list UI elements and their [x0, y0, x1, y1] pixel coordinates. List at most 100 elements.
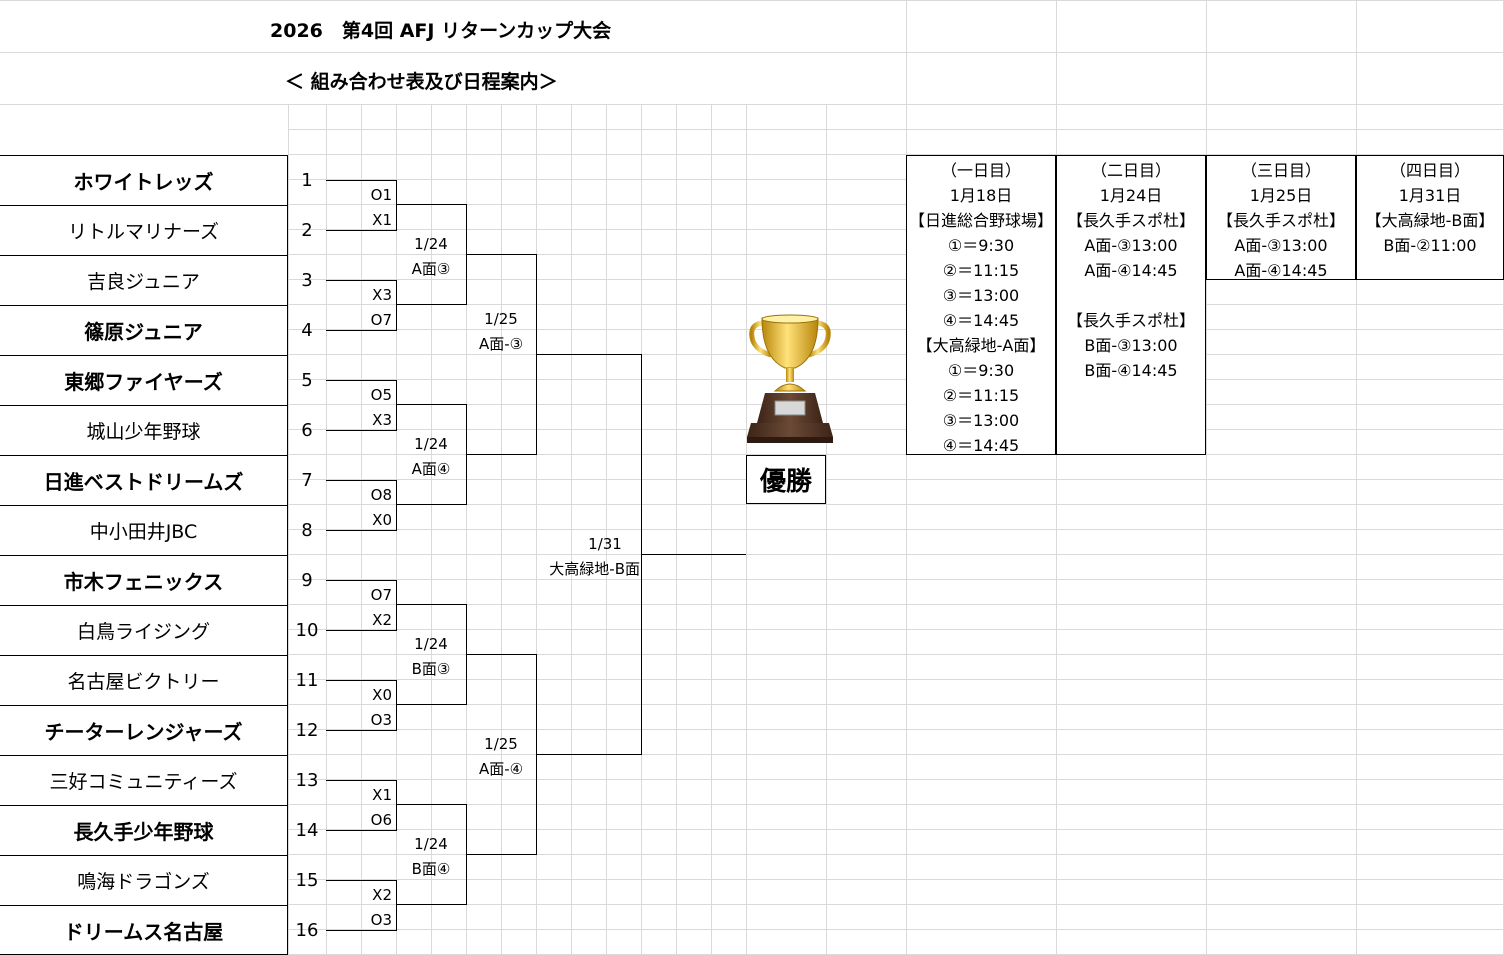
team-name: 鳴海ドラゴンズ: [0, 855, 287, 905]
team-name: 長久手少年野球: [0, 805, 287, 855]
team-seed: 2: [301, 219, 313, 241]
schedule-line: ①＝9:30: [947, 236, 1015, 255]
schedule-line: 1月31日: [1398, 186, 1462, 205]
match-date: 1/24: [414, 235, 448, 253]
team-name: 東郷ファイヤーズ: [0, 355, 287, 405]
team-seed: 15: [295, 869, 319, 891]
match-score: X0: [372, 686, 392, 704]
match-score: O1: [370, 186, 392, 204]
schedule-line: （一日目）: [940, 161, 1021, 180]
team-name: 三好コミュニティーズ: [0, 755, 287, 805]
match-score: O5: [370, 386, 392, 404]
match-score: O6: [370, 811, 392, 829]
schedule-line: [1057, 283, 1205, 308]
match-score: O3: [370, 711, 392, 729]
team-seed: 14: [295, 819, 319, 841]
match-date: 1/24: [414, 635, 448, 653]
schedule-line: （二日目）: [1090, 161, 1171, 180]
match-score: X1: [372, 786, 392, 804]
team-seed: 10: [295, 619, 319, 641]
schedule-line: A面-④14:45: [1084, 261, 1178, 280]
team-name: 市木フェニックス: [0, 555, 287, 605]
match-venue: B面③: [411, 660, 451, 678]
schedule-line: A面-③13:00: [1234, 236, 1328, 255]
team-name: チーターレンジャーズ: [0, 705, 287, 755]
schedule-line: 【大高緑地-A面】: [916, 336, 1046, 355]
team-seed: 16: [295, 919, 319, 941]
match-date: 1/24: [414, 435, 448, 453]
schedule-line: A面-③13:00: [1084, 236, 1178, 255]
schedule-line: 1月18日: [949, 186, 1013, 205]
schedule-line: ②＝11:15: [942, 261, 1020, 280]
team-seed: 7: [301, 469, 313, 491]
schedule-line: B面-③13:00: [1084, 336, 1178, 355]
team-seed: 1: [301, 169, 313, 191]
team-name: 城山少年野球: [0, 405, 287, 455]
match-score: O8: [370, 486, 392, 504]
schedule-line: ①＝9:30: [947, 361, 1015, 380]
tournament-subtitle: ＜ 組み合わせ表及び日程案内＞: [285, 71, 558, 93]
team-name: 吉良ジュニア: [0, 255, 287, 305]
schedule-line: B面-②11:00: [1383, 236, 1477, 255]
final-venue: 大高緑地-B面: [549, 560, 640, 578]
team-seed: 13: [295, 769, 319, 791]
match-score: X2: [372, 886, 392, 904]
schedule-line: 【大高緑地-B面】: [1365, 211, 1495, 230]
schedule-line: （四日目）: [1389, 161, 1470, 180]
match-venue: A面-④: [478, 760, 524, 778]
team-column-border: [287, 155, 288, 955]
schedule-line: B面-④14:45: [1084, 361, 1178, 380]
team-seed: 5: [301, 369, 313, 391]
schedule-line: ③＝13:00: [942, 411, 1020, 430]
schedule-line: ②＝11:15: [942, 386, 1020, 405]
match-score: X0: [372, 511, 392, 529]
champion-box: 優勝: [746, 455, 826, 504]
schedule-line: 【日進総合野球場】: [908, 211, 1053, 230]
match-venue: B面④: [411, 860, 451, 878]
match-score: O7: [370, 311, 392, 329]
team-name: ホワイトレッズ: [0, 155, 287, 205]
match-score: O7: [370, 586, 392, 604]
team-name: 中小田井JBC: [0, 505, 287, 555]
match-venue: A面④: [411, 460, 451, 478]
team-seed: 4: [301, 319, 313, 341]
final-date: 1/31: [588, 535, 622, 553]
schedule-line: ④＝14:45: [942, 311, 1020, 330]
team-name: 篠原ジュニア: [0, 305, 287, 355]
match-date: 1/24: [414, 835, 448, 853]
schedule-line: （三日目）: [1240, 161, 1321, 180]
schedule-line: 【長久手スポ杜】: [1066, 311, 1195, 330]
match-date: 1/25: [484, 735, 518, 753]
schedule-line: 1月24日: [1099, 186, 1163, 205]
team-seed: 8: [301, 519, 313, 541]
schedule-day-column: （一日目） 1月18日【日進総合野球場】 ①＝9:30 ②＝11:15 ③＝13:00 ④…: [906, 155, 1056, 455]
schedule-line: ③＝13:00: [942, 286, 1020, 305]
team-name: リトルマリナーズ: [0, 205, 287, 255]
team-name: 名古屋ビクトリー: [0, 655, 287, 705]
trophy-icon: [747, 314, 833, 443]
match-score: X3: [372, 286, 392, 304]
match-venue: A面-③: [478, 335, 524, 353]
team-name: 日進ベストドリームズ: [0, 455, 287, 505]
schedule-line: A面-④14:45: [1234, 261, 1328, 280]
match-score: X1: [372, 211, 392, 229]
team-seed: 6: [301, 419, 313, 441]
schedule-line: ④＝14:45: [942, 436, 1020, 455]
match-score: X2: [372, 611, 392, 629]
tournament-title: 2026 第4回 AFJ リターンカップ大会: [270, 20, 612, 42]
match-score: X3: [372, 411, 392, 429]
schedule-line: 【長久手スポ杜】: [1066, 211, 1195, 230]
match-date: 1/25: [484, 310, 518, 328]
team-seed: 11: [295, 669, 319, 691]
match-venue: A面③: [411, 260, 451, 278]
schedule-day-column: （四日目） 1月31日【大高緑地-B面】 B面-②11:00: [1356, 155, 1504, 280]
team-seed: 3: [301, 269, 313, 291]
schedule-line: 1月25日: [1249, 186, 1313, 205]
team-seed: 12: [295, 719, 319, 741]
match-score: O3: [370, 911, 392, 929]
